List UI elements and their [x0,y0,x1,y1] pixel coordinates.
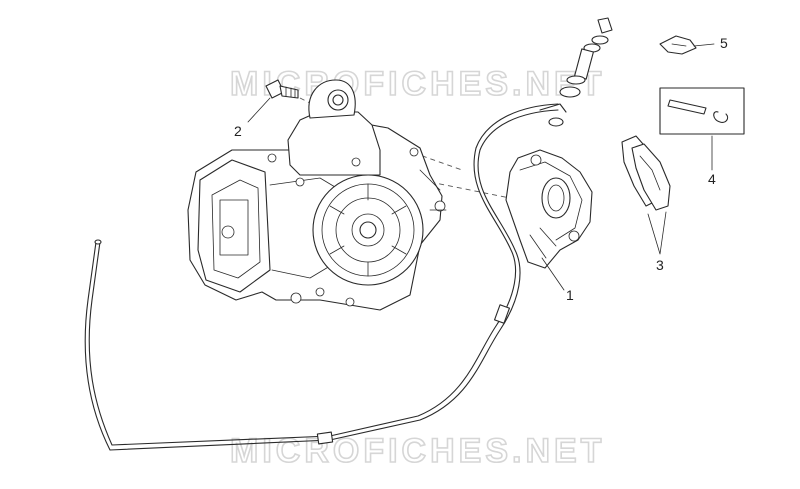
brake-hose [84,103,567,451]
part-5-spring-clip [659,35,697,55]
engine-housing [187,79,447,311]
callout-4: 4 [708,171,716,187]
part-4-pin-and-clip [659,87,745,135]
callout-1: 1 [566,287,574,303]
banjo-fitting-stack [548,17,613,127]
part-1-brake-caliper [505,149,593,269]
callout-5: 5 [720,35,728,51]
callout-2: 2 [234,123,242,139]
leader-lines [247,43,715,291]
watermark-top: MICROFICHES.NET [230,65,605,103]
callout-3: 3 [656,257,664,273]
part-3-brake-pads [621,135,671,211]
part-2-bolt [265,79,299,99]
